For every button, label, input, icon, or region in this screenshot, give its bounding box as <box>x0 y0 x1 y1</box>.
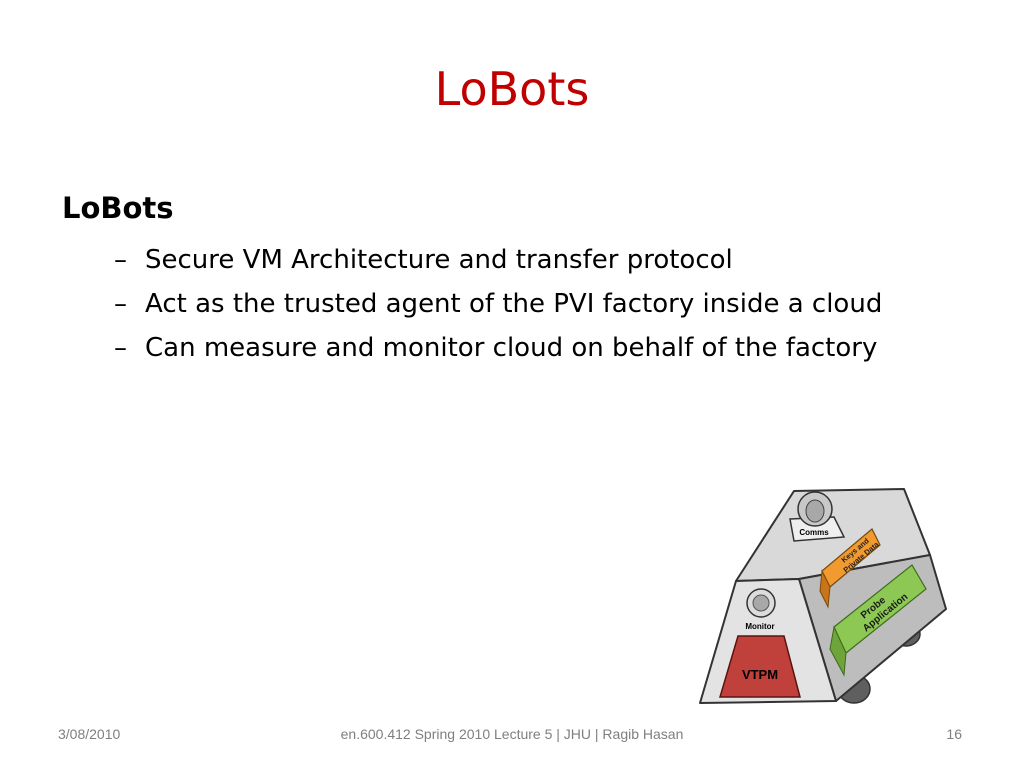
bullet-dash: – <box>114 289 127 320</box>
bullet-dash: – <box>114 244 127 275</box>
bullet-text: Act as the trusted agent of the PVI fact… <box>145 289 883 320</box>
bullet-item: – Can measure and monitor cloud on behal… <box>62 330 935 366</box>
bullet-text: Can measure and monitor cloud on behalf … <box>145 333 878 364</box>
bullet-item: – Act as the trusted agent of the PVI fa… <box>62 286 935 322</box>
bullet-text: Secure VM Architecture and transfer prot… <box>145 244 733 275</box>
bullet-item: – Secure VM Architecture and transfer pr… <box>62 242 935 278</box>
vtpm-module <box>718 635 801 698</box>
content-heading: LoBots <box>62 191 174 225</box>
slide-title: LoBots <box>434 62 590 116</box>
bullet-dash: – <box>114 333 127 364</box>
lobot-robot-illustration: Comms Keys and Private Data Probe Applic… <box>699 488 947 704</box>
bullet-list: – Secure VM Architecture and transfer pr… <box>62 242 982 367</box>
vtpm-label: VTPM <box>742 667 778 682</box>
monitor-lens-inner <box>752 594 770 612</box>
monitor-label: Monitor <box>745 622 774 631</box>
slide-content: LoBots – Secure VM Architecture and tran… <box>62 190 982 375</box>
comms-label: Comms <box>799 528 829 537</box>
comms-dish-inner <box>805 499 825 523</box>
footer-date: 3/08/2010 <box>58 726 121 742</box>
footer-course: en.600.412 Spring 2010 Lecture 5 | JHU |… <box>340 726 684 742</box>
footer-page-number: 16 <box>946 726 962 742</box>
